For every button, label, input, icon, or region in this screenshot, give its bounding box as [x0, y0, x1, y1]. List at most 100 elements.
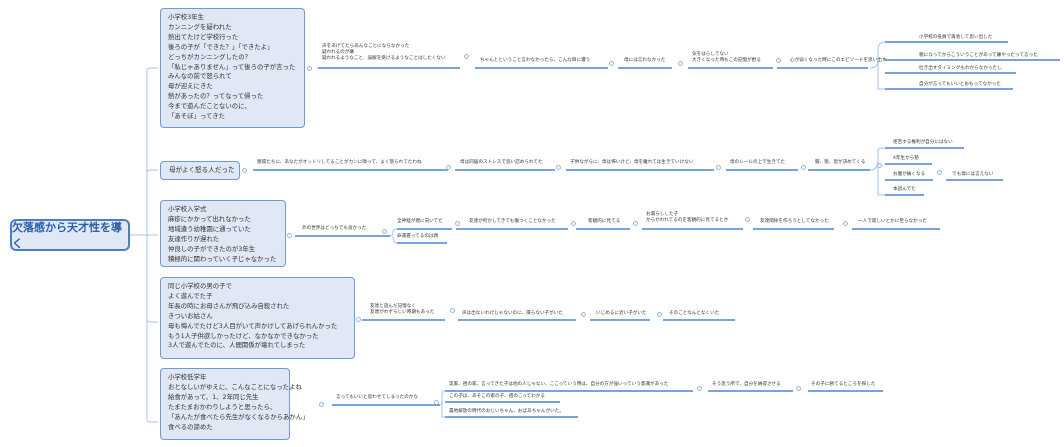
box-line: 今まで遊んだことないのに、 — [168, 102, 251, 111]
topic-node[interactable]: いじめるに近い子がいた — [596, 311, 647, 316]
box-line: 麻疹にかかって出れなかった — [168, 214, 251, 223]
collapse-toggle-icon[interactable] — [556, 165, 561, 170]
topic-node[interactable]: 言ってもいいと思わせてしまったのかな — [336, 395, 418, 400]
collapse-toggle-icon[interactable] — [796, 386, 801, 391]
topic-box-3rd-grade[interactable]: 小学校3年生 カンニングを疑われた 熱出てたけど学校行った 後ろの子が「できた？… — [160, 8, 305, 128]
collapse-toggle-icon[interactable] — [633, 221, 638, 226]
topic-node[interactable]: 全神経が親に向いてた — [397, 219, 443, 224]
topic-node[interactable]: 友達と遊んだ記憶なく友達がわずらしい時期もあった — [370, 304, 435, 316]
collapse-toggle-icon[interactable] — [287, 233, 292, 238]
topic-box-lower-grade[interactable]: 小学校低学年 おとなしいがゆえに、こんなことになったよね 給食があって、1、2年… — [160, 368, 309, 440]
collapse-toggle-icon[interactable] — [657, 312, 662, 317]
collapse-toggle-icon[interactable] — [937, 170, 942, 175]
box-line: 小学校入学式 — [168, 205, 207, 213]
box-line: 熱出てたけど学校行った — [168, 32, 239, 41]
box-line: 後ろの子が「できた？」「できたよ」 — [168, 42, 274, 51]
topic-box-mother[interactable]: 母がよく怒る人だった — [160, 161, 240, 180]
box-line: 「あそぼ」ってきた — [168, 112, 226, 121]
box-line: もう1人子供欲しかったけど、なかなかできなかった — [168, 331, 319, 340]
topic-node[interactable]: 一人で寂しいとかに至らなかった — [858, 219, 927, 224]
collapse-toggle-icon[interactable] — [609, 61, 614, 66]
box-line: 熱があったの？ってなって帰った — [168, 92, 264, 101]
collapse-toggle-icon[interactable] — [319, 402, 324, 407]
box-line: 「私じゃありません」って後ろの子が言った — [168, 62, 296, 71]
box-line: カンニングを疑われた — [168, 22, 232, 31]
collapse-toggle-icon[interactable] — [242, 168, 247, 173]
collapse-toggle-icon[interactable] — [678, 61, 683, 66]
collapse-toggle-icon[interactable] — [801, 165, 806, 170]
leaf-node[interactable]: 4年生から塾 — [893, 156, 919, 161]
box-line: 同じ小学校の男の子で — [168, 282, 232, 290]
leaf-node[interactable]: 小学校の役員で再会して思い出した — [919, 35, 993, 40]
topic-node[interactable]: そのことなんとなくいた — [669, 311, 720, 316]
box-line: 友達作りが遅れた — [168, 234, 220, 243]
leaf-node[interactable]: お腹が痛くなる — [893, 172, 926, 177]
collapse-toggle-icon[interactable] — [455, 221, 460, 226]
box-line: きついお姑さん — [168, 311, 213, 320]
topic-node[interactable]: 気をはらしてない大きくなった時もこの記憶が甦る — [692, 52, 761, 64]
topic-node[interactable]: 声は出ないわけじゃないのに、喋らない子がいた — [462, 311, 563, 316]
box-line: 3人で遊んでたのに、人間関係が壊れてしまった — [168, 341, 306, 350]
collapse-toggle-icon[interactable] — [446, 165, 451, 170]
box-line: 小学校3年生 — [168, 13, 205, 21]
box-line: どっちがカンニングしたの？ — [168, 52, 252, 61]
topic-node[interactable]: 声をあげてたらあんなことにならなかった疑われるのが嫌疑われるようなこと、誤解を受… — [322, 44, 446, 62]
box-line: 「あんたが食べたら先生がなくなるからあかん」 — [168, 412, 309, 421]
box-line: 給食があって、1、2年同じ先生 — [168, 392, 259, 401]
topic-node[interactable]: お漏らしした子からかわれてるのを客観的に見てるとか — [646, 212, 729, 224]
box-line: 年長の時にお母さんが飛び込み自殺された — [168, 301, 290, 310]
topic-node[interactable]: 母は同居のストレスで追い詰められてた — [460, 160, 543, 165]
topic-node[interactable]: その子に勝てるところを探した — [811, 382, 876, 387]
leaf-node[interactable]: 親になってからこういうことがあって嫌やったって言った — [919, 53, 1038, 58]
box-line: 地域違う幼稚園に通っていた — [168, 224, 251, 233]
topic-node[interactable]: 農地解放の時代のおじいちゃん、おばあちゃんがいた。 — [449, 409, 564, 414]
collapse-toggle-icon[interactable] — [581, 312, 586, 317]
topic-node[interactable]: 実家、祖の家、言ってきた子は他の人じゃない、ここっていう時は、自分の方が強いって… — [449, 382, 669, 387]
topic-node[interactable]: 親戚たちに、あなたがオットリしてることがカンに障って、よく怒られてたわね — [257, 160, 422, 165]
collapse-toggle-icon[interactable] — [307, 66, 312, 71]
leaf-node[interactable]: 拒否する権利が自分にはない — [893, 140, 953, 145]
leaf-node[interactable]: 吐き出すタイミングもわからなかったし — [919, 66, 1002, 71]
topic-node[interactable]: 母のレールの上で生きてた — [730, 160, 786, 165]
topic-node[interactable]: ちゃんとということ言わなかったら、こんな目に遭う — [480, 58, 591, 63]
collapse-toggle-icon[interactable] — [464, 54, 469, 59]
box-line: 仲良しの子ができたのが3年生 — [168, 244, 256, 253]
topic-node[interactable]: 服、塾、習が決めてくる — [815, 160, 866, 165]
leaf-node[interactable]: 自分が言ってもいいとおもってなかった — [919, 82, 1001, 87]
topic-node[interactable]: 子供ながらに、母は怖いけど、母を離れては生きていけない — [570, 160, 694, 165]
box-line: おとなしいがゆえに、こんなことになったよね — [168, 382, 302, 391]
topic-node[interactable]: 友達関係を作ろうとしてなかった — [760, 219, 829, 224]
collapse-toggle-icon[interactable] — [434, 400, 439, 405]
collapse-toggle-icon[interactable] — [571, 221, 576, 226]
topic-box-boy-friend[interactable]: 同じ小学校の男の子で よく遊んでた子 年長の時にお母さんが飛び込み自殺された き… — [160, 277, 355, 359]
collapse-toggle-icon[interactable] — [382, 229, 387, 234]
topic-node[interactable]: 命運握ってるのは親 — [397, 234, 439, 239]
leaf-node[interactable]: 本読んでた — [893, 187, 916, 192]
collapse-toggle-icon[interactable] — [843, 221, 848, 226]
box-line: 積極的に関わっていく子じゃなかった — [168, 254, 277, 263]
collapse-toggle-icon[interactable] — [776, 58, 781, 63]
topic-node[interactable]: 母には言わなかった — [624, 58, 666, 63]
topic-node[interactable]: そう思う所で、自分を納得させる — [712, 382, 781, 387]
collapse-toggle-icon[interactable] — [877, 163, 882, 168]
topic-node[interactable]: 外の世界はどっちでも良かった — [302, 226, 367, 231]
leaf-node[interactable]: でも母には言えない — [952, 172, 994, 177]
box-line: たまたまおかわりしようと思ったら、 — [168, 402, 277, 411]
root-topic[interactable]: 欠落感から天才性を導く — [10, 219, 130, 251]
collapse-toggle-icon[interactable] — [697, 386, 702, 391]
topic-node[interactable]: 友達が何かしてきても傷つくことなかった — [469, 219, 556, 224]
box-line: よく遊んでた子 — [168, 291, 213, 300]
box-line: 小学校低学年 — [168, 373, 207, 381]
box-line: 食べるの諦めた — [168, 422, 213, 431]
topic-node[interactable]: この子は、あそこの家の子、祖のこってわかる — [449, 394, 545, 399]
topic-box-entrance[interactable]: 小学校入学式 麻疹にかかって出れなかった 地域違う幼稚園に通っていた 友達作りが… — [160, 200, 286, 267]
collapse-toggle-icon[interactable] — [716, 165, 721, 170]
topic-node[interactable]: 心が弱くなった時にこのエピソードを思い出す — [790, 58, 887, 63]
box-line: 母がよく怒る人だった — [169, 166, 235, 174]
collapse-toggle-icon[interactable] — [356, 317, 361, 322]
topic-node[interactable]: 客観的に見てる — [588, 219, 621, 224]
collapse-toggle-icon[interactable] — [745, 217, 750, 222]
box-line: 母が迎えにきた — [168, 82, 213, 91]
collapse-toggle-icon[interactable] — [450, 308, 455, 313]
